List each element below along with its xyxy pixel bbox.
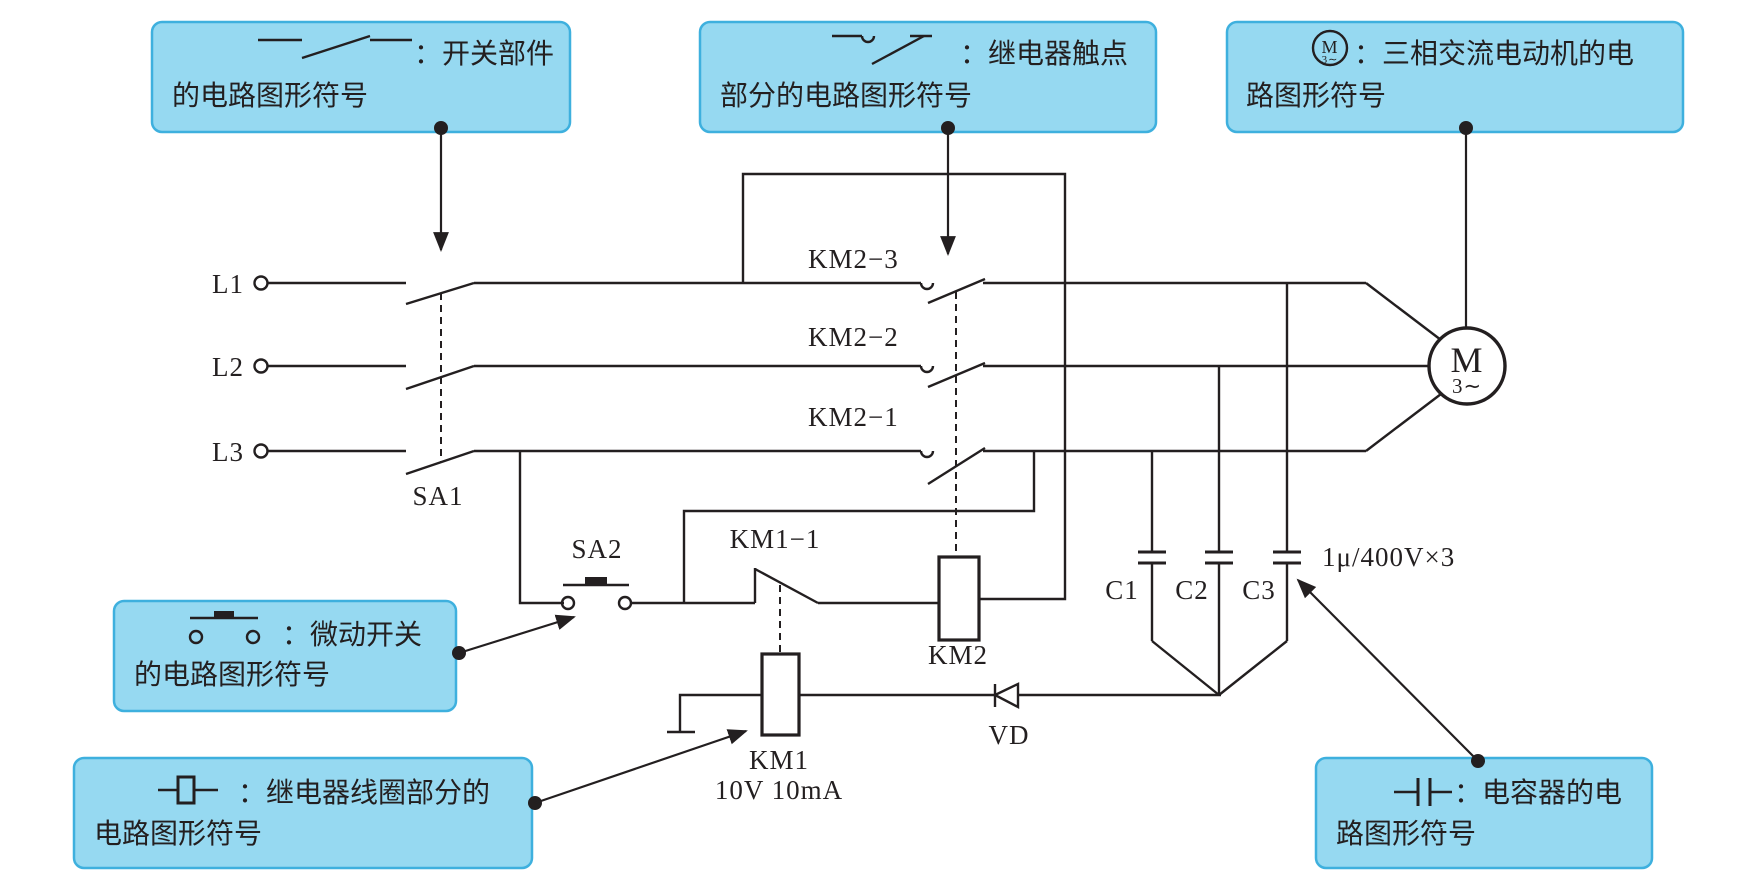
motor-letter: M <box>1450 340 1483 380</box>
label-l2: L2 <box>212 352 244 382</box>
label-km1-1: KM1−1 <box>730 524 821 554</box>
coil-km1: KM1 10V 10mA <box>667 652 843 805</box>
callout-relay-coil: ：继电器线圈部分的 电路图形符号 <box>72 756 534 870</box>
switch-symbol-icon <box>258 34 412 60</box>
phase-lines <box>474 281 921 453</box>
label-km2-1: KM2−1 <box>808 402 899 432</box>
sa2-branch <box>518 451 564 605</box>
microswitch-symbol-icon <box>188 611 261 645</box>
terminal-l1 <box>253 275 269 291</box>
motor-symbol-icon: M 3∼ <box>1311 29 1349 67</box>
callout-capacitor-line1: ：电容器的电 <box>1454 776 1622 809</box>
relay-contact-symbol-icon <box>832 34 932 66</box>
callout-motor-line2: 路图形符号 <box>1246 79 1386 112</box>
km1-contact-wiring <box>631 451 1036 605</box>
callout-relay-contact-line2: 部分的电路图形符号 <box>720 79 972 112</box>
diode-vd: VD <box>799 682 1221 750</box>
relay-coil-symbol-icon <box>158 775 218 805</box>
label-km2: KM2 <box>928 640 988 670</box>
label-km1-rating: 10V 10mA <box>715 775 843 805</box>
label-sa2: SA2 <box>571 534 622 564</box>
label-km2-3: KM2−3 <box>808 244 899 274</box>
label-c1: C1 <box>1105 575 1139 605</box>
callout-microswitch: ：微动开关 的电路图形符号 <box>112 599 458 713</box>
relay-contacts-km2: KM2−3 KM2−2 KM2−1 <box>808 244 986 555</box>
motor-symbol-phase: 3∼ <box>1322 54 1339 66</box>
terminal-l2 <box>253 358 269 374</box>
callout-capacitor-line2: 路图形符号 <box>1336 817 1476 850</box>
motor-m: M 3∼ <box>1427 326 1507 406</box>
label-c3: C3 <box>1242 575 1276 605</box>
motor-symbol-letter: M <box>1321 37 1338 57</box>
label-km2-2: KM2−2 <box>808 322 899 352</box>
label-km1: KM1 <box>749 745 809 775</box>
label-vd: VD <box>989 720 1030 750</box>
switch-sa1: SA1 <box>268 281 475 511</box>
callout-relay-coil-line2: 电路图形符号 <box>94 817 262 850</box>
contact-km1-1: KM1−1 <box>730 524 939 656</box>
callout-switch: ：开关部件 的电路图形符号 <box>150 20 572 134</box>
terminal-l3 <box>253 443 269 459</box>
callout-microswitch-line2: 的电路图形符号 <box>134 658 330 691</box>
label-l3: L3 <box>212 437 244 467</box>
callout-microswitch-line1: ：微动开关 <box>282 618 422 651</box>
terminals: L1 L2 L3 <box>212 269 269 467</box>
callout-motor-line1: ：三相交流电动机的电 <box>1354 37 1634 70</box>
callout-capacitor: ：电容器的电 路图形符号 <box>1314 756 1654 870</box>
motor-feed <box>983 281 1442 453</box>
capacitors: C1 C2 C3 1μ/400V×3 <box>1105 283 1455 696</box>
label-c2: C2 <box>1175 575 1209 605</box>
label-cap-rating: 1μ/400V×3 <box>1322 542 1455 572</box>
callout-relay-contact-line1: ：继电器触点 <box>960 37 1128 70</box>
motor-phase: 3∼ <box>1452 374 1482 398</box>
callout-relay-contact: ：继电器触点 部分的电路图形符号 <box>698 20 1158 134</box>
label-l1: L1 <box>212 269 244 299</box>
callout-motor: M 3∼ ：三相交流电动机的电 路图形符号 <box>1225 20 1685 134</box>
coil-km2: KM2 <box>928 555 988 670</box>
km2-coil-loop <box>741 172 1067 601</box>
label-sa1: SA1 <box>412 481 463 511</box>
callout-switch-line1: ：开关部件 <box>414 37 554 70</box>
capacitor-symbol-icon <box>1394 778 1452 806</box>
callout-relay-coil-line1: ：继电器线圈部分的 <box>238 776 490 809</box>
switch-sa2: SA2 <box>560 534 633 611</box>
callout-pointers <box>433 121 1485 810</box>
callout-switch-line2: 的电路图形符号 <box>172 79 368 112</box>
